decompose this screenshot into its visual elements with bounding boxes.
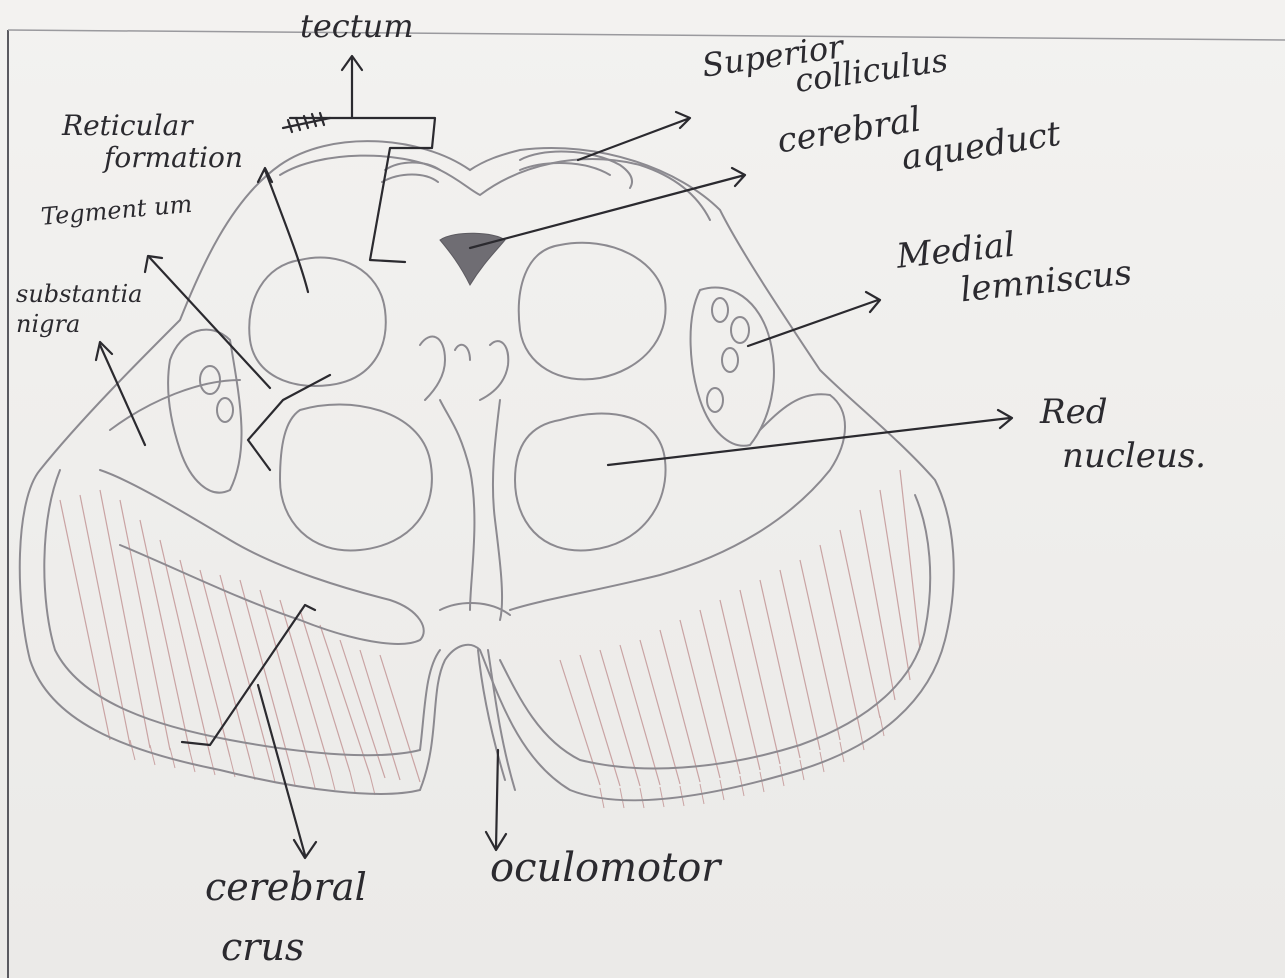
superior-colliculus-pointer bbox=[578, 112, 690, 160]
reticular-hatch bbox=[283, 113, 330, 132]
cerebral-crus-line1: cerebral bbox=[205, 868, 367, 906]
cerebral-crus-label: cerebral crus bbox=[205, 868, 367, 966]
reticular-formation-line2: formation bbox=[104, 144, 243, 172]
crus-hatching bbox=[60, 470, 920, 786]
cerebral-crus-bracket bbox=[182, 605, 315, 745]
tectum-text: tectum bbox=[300, 10, 414, 42]
red-nucleus-line2: nucleus. bbox=[1062, 439, 1206, 473]
inner-outline bbox=[44, 470, 930, 768]
substantia-nigra-line2: nigra bbox=[16, 312, 143, 336]
superior-colliculus-left bbox=[382, 163, 440, 183]
cerebral-crus-arrow bbox=[258, 685, 316, 858]
oculomotor-arrow bbox=[486, 750, 506, 850]
right-red-nucleus bbox=[515, 413, 666, 550]
oculomotor-text: oculomotor bbox=[490, 848, 720, 888]
oculomotor-label: oculomotor bbox=[490, 848, 720, 888]
medial-lemniscus-pointer bbox=[748, 292, 880, 346]
red-nucleus-label: Red nucleus. bbox=[1040, 395, 1206, 473]
reticular-formation-pointer bbox=[258, 168, 308, 292]
tegmentum-arrow bbox=[145, 256, 270, 388]
red-nucleus-pointer bbox=[608, 410, 1012, 465]
tectum-bracket bbox=[290, 118, 435, 262]
reticular-formation-line1: Reticular bbox=[62, 112, 243, 140]
cerebral-crus-line2: crus bbox=[221, 928, 367, 966]
tectum-label: tectum bbox=[300, 10, 414, 42]
left-red-nucleus bbox=[280, 404, 432, 550]
reticular-formation-label: Reticular formation bbox=[62, 112, 243, 172]
substantia-nigra-line1: substantia bbox=[16, 282, 143, 306]
substantia-nigra-label: substantia nigra bbox=[16, 282, 143, 336]
page-top-line bbox=[8, 30, 1285, 40]
red-nucleus-line1: Red bbox=[1040, 395, 1206, 429]
substantia-nigra-pointer bbox=[96, 342, 145, 445]
superior-colliculus-right bbox=[520, 152, 632, 188]
tectum-arrow bbox=[342, 56, 362, 118]
